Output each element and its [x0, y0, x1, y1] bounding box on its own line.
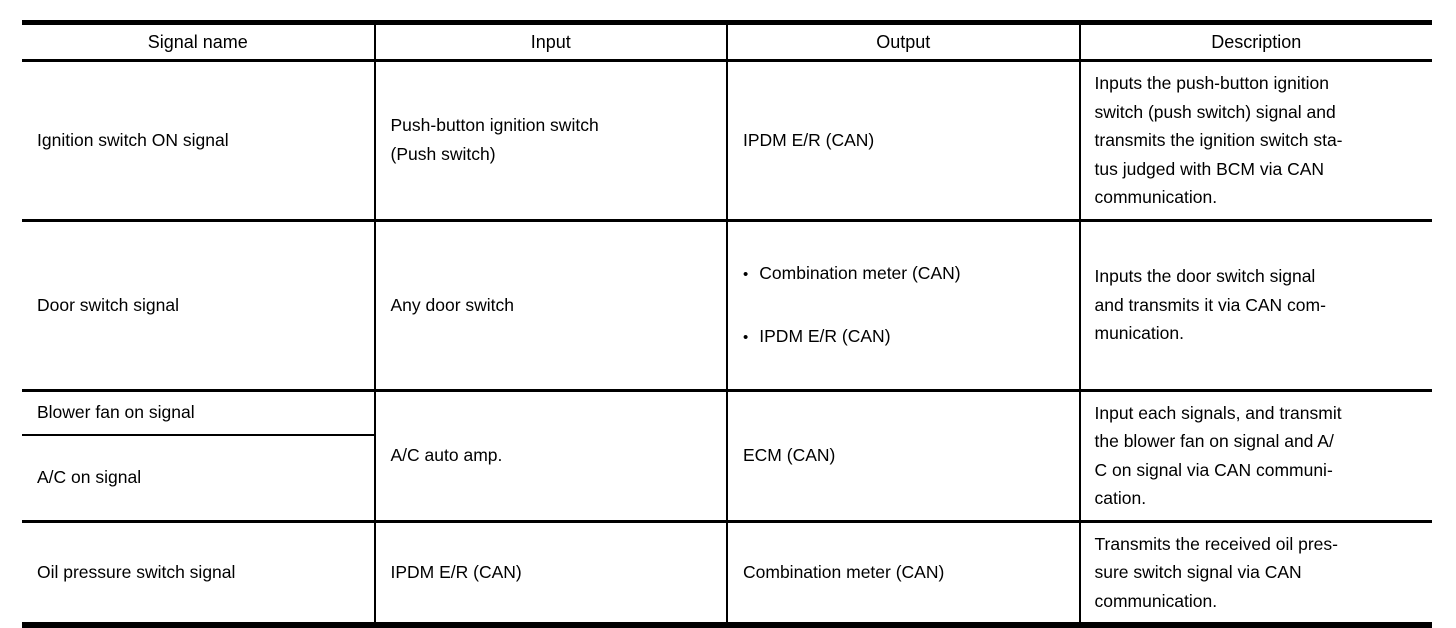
cell-signal-name: A/C on signal: [22, 434, 376, 521]
header-signal-name: Signal name: [22, 22, 376, 62]
table-row-oil-pressure: Oil pressure switch signal IPDM E/R (CAN…: [22, 519, 1432, 625]
cell-output: ECM (CAN): [727, 388, 1081, 521]
bullet-icon: •: [743, 265, 749, 283]
cell-description: Inputs the door switch signal and transm…: [1079, 218, 1432, 390]
table-row-blower-fan: Blower fan on signal A/C auto amp. ECM (…: [22, 388, 1432, 521]
output-list-item-label: IPDM E/R (CAN): [759, 325, 891, 346]
cell-input: A/C auto amp.: [374, 388, 728, 521]
output-list-item: • IPDM E/R (CAN): [743, 320, 1069, 354]
cell-input: Push-button ignition switch (Push switch…: [374, 59, 728, 220]
cell-description: Input each signals, and transmit the blo…: [1079, 388, 1432, 521]
header-output: Output: [727, 22, 1081, 62]
header-description: Description: [1079, 22, 1432, 62]
table-row-ac-on: A/C on signal: [22, 434, 1432, 521]
bullet-icon: •: [743, 328, 749, 346]
cell-output: Combination meter (CAN): [727, 519, 1081, 625]
signal-table: Signal name Input Output Description Ign…: [22, 20, 1432, 628]
cell-description: Inputs the push-button ignition switch (…: [1079, 59, 1432, 220]
cell-output: IPDM E/R (CAN): [727, 59, 1081, 220]
cell-input: IPDM E/R (CAN): [374, 519, 728, 625]
header-input: Input: [374, 22, 728, 62]
table-row-door-switch: Door switch signal Any door switch • Com…: [22, 218, 1432, 390]
output-list-item-label: Combination meter (CAN): [759, 262, 961, 283]
cell-description: Transmits the received oil pres- sure sw…: [1079, 519, 1432, 625]
output-list-item: • Combination meter (CAN): [743, 257, 1069, 291]
cell-signal-name: Door switch signal: [22, 218, 376, 390]
cell-signal-name: Ignition switch ON signal: [22, 59, 376, 220]
table-row-ignition-switch: Ignition switch ON signal Push-button ig…: [22, 59, 1432, 220]
cell-signal-name: Oil pressure switch signal: [22, 519, 376, 625]
cell-output-list: • Combination meter (CAN) • IPDM E/R (CA…: [727, 218, 1081, 390]
header-row: Signal name Input Output Description: [22, 22, 1432, 62]
cell-signal-name: Blower fan on signal: [22, 388, 376, 436]
cell-input: Any door switch: [374, 218, 728, 390]
